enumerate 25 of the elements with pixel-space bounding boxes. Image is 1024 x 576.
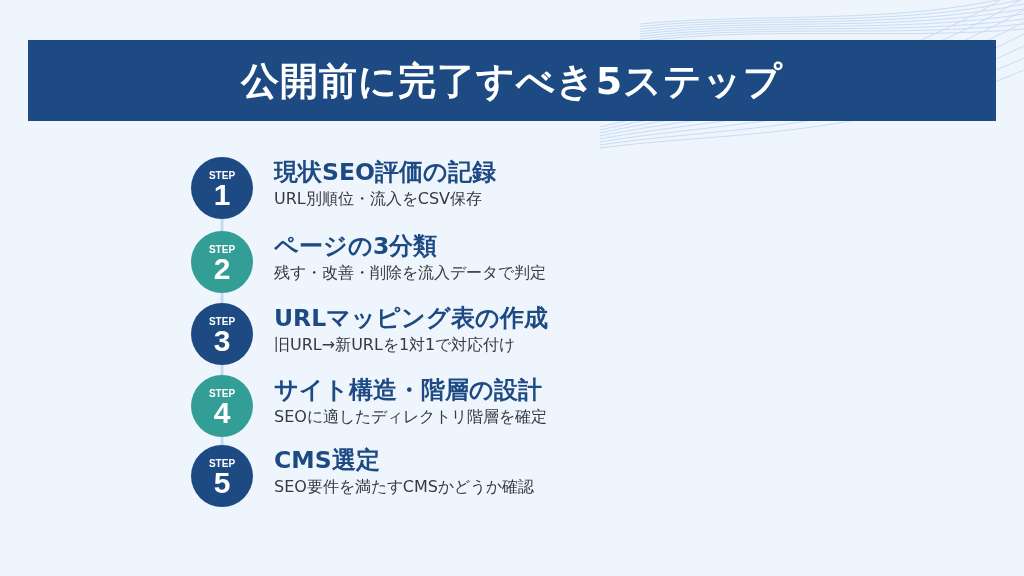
connector-line <box>220 219 224 231</box>
step-description: 旧URL→新URLを1対1で対応付け <box>274 335 516 355</box>
step-heading: CMS選定 <box>274 446 380 474</box>
title-text: 公開前に完了すべき5ステップ <box>240 57 784 104</box>
step-heading: ページの3分類 <box>274 232 438 260</box>
step-description: SEOに適したディレクトリ階層を確定 <box>274 407 547 427</box>
connector-line <box>220 437 224 445</box>
step-number: 1 <box>213 180 231 209</box>
step-label: STEP <box>208 169 236 181</box>
step-heading: URLマッピング表の作成 <box>274 304 549 332</box>
step-description: URL別順位・流入をCSV保存 <box>274 189 482 209</box>
step-number: 5 <box>213 468 231 497</box>
step-description: 残す・改善・削除を流入データで判定 <box>274 263 546 283</box>
step-label: STEP <box>208 315 236 327</box>
connector-line <box>220 293 224 303</box>
step-number: 4 <box>213 398 231 427</box>
step-label: STEP <box>208 457 236 469</box>
step-description: SEO要件を満たすCMSかどうか確認 <box>274 477 534 497</box>
step-heading: 現状SEO評価の記録 <box>274 158 496 186</box>
connector-line <box>220 365 224 375</box>
step-label: STEP <box>208 243 236 255</box>
step-number: 3 <box>213 326 231 355</box>
step-number: 2 <box>213 254 231 283</box>
step-label: STEP <box>208 387 236 399</box>
step-heading: サイト構造・階層の設計 <box>274 376 542 404</box>
